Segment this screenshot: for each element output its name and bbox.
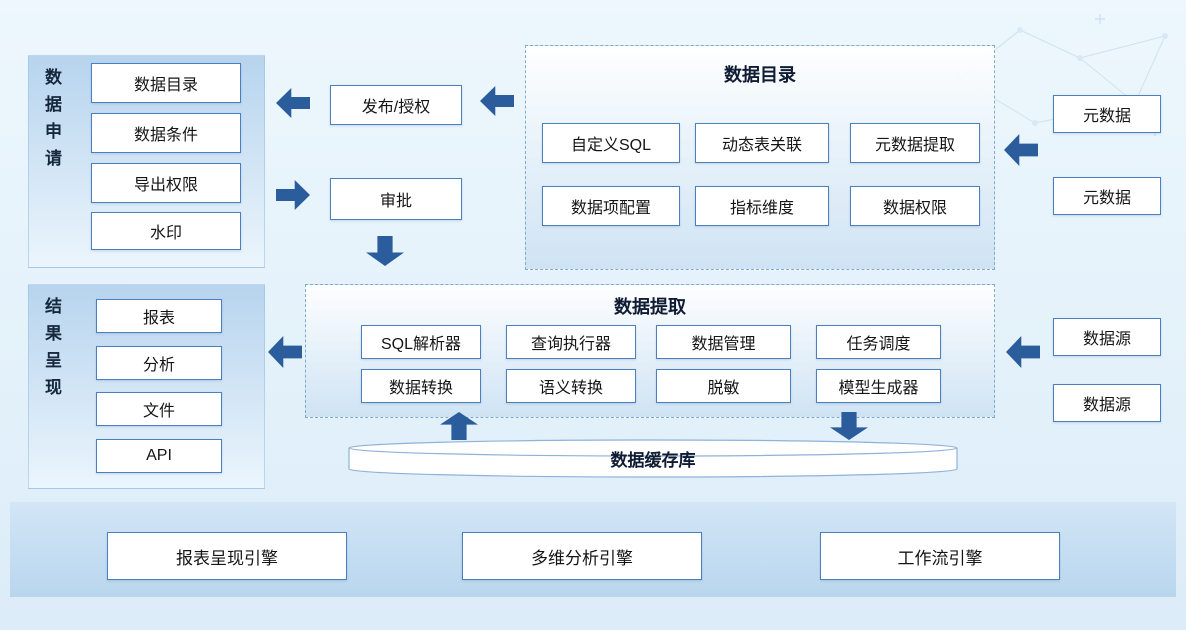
node-report-engine: 报表呈现引擎 — [107, 532, 347, 580]
node-api: API — [96, 439, 222, 473]
panel-data-catalog: 数据目录 自定义SQL 动态表关联 元数据提取 数据项配置 指标维度 数据权限 — [525, 45, 995, 270]
node-task-scheduler: 任务调度 — [816, 325, 941, 359]
node-metadata-1: 元数据 — [1053, 95, 1161, 133]
panel-result-presentation-title: 结果呈现 — [42, 297, 61, 405]
cylinder-data-cache-label: 数据缓存库 — [610, 451, 696, 470]
node-dynamic-table-join: 动态表关联 — [695, 123, 829, 163]
node-analysis: 分析 — [96, 346, 222, 380]
node-data-masking: 脱敏 — [656, 369, 791, 403]
node-model-generator: 模型生成器 — [816, 369, 941, 403]
panel-data-extraction: 数据提取 SQL解析器 查询执行器 数据管理 任务调度 数据转换 语义转换 脱敏… — [305, 284, 995, 418]
cylinder-data-cache: 数据缓存库 — [345, 438, 961, 480]
panel-result-presentation: 结果呈现 报表 分析 文件 API — [28, 284, 265, 489]
node-semantic-transform: 语义转换 — [506, 369, 636, 403]
node-indicator-dimension: 指标维度 — [695, 186, 829, 226]
panel-data-catalog-title: 数据目录 — [724, 65, 796, 85]
node-watermark: 水印 — [91, 212, 241, 250]
arrow-left-icon — [480, 86, 514, 116]
node-report: 报表 — [96, 299, 222, 333]
arrow-left-icon — [1006, 336, 1040, 368]
arrow-right-icon — [276, 180, 310, 210]
node-data-catalog-item: 数据目录 — [91, 63, 241, 103]
node-workflow-engine: 工作流引擎 — [820, 532, 1060, 580]
node-metadata-extract: 元数据提取 — [850, 123, 980, 163]
panel-data-application-title: 数据申请 — [42, 68, 61, 176]
node-approval: 审批 — [330, 178, 462, 220]
node-data-permission: 数据权限 — [850, 186, 980, 226]
node-data-condition: 数据条件 — [91, 113, 241, 153]
node-metadata-2: 元数据 — [1053, 177, 1161, 215]
node-datasource-2: 数据源 — [1053, 384, 1161, 422]
node-data-management: 数据管理 — [656, 325, 791, 359]
node-olap-engine: 多维分析引擎 — [462, 532, 702, 580]
node-sql-parser: SQL解析器 — [361, 325, 481, 359]
node-query-executor: 查询执行器 — [506, 325, 636, 359]
node-custom-sql: 自定义SQL — [542, 123, 680, 163]
node-data-item-config: 数据项配置 — [542, 186, 680, 226]
node-publish-authorize: 发布/授权 — [330, 85, 462, 125]
node-data-transform: 数据转换 — [361, 369, 481, 403]
arrow-left-icon — [276, 88, 310, 118]
panel-data-extraction-title: 数据提取 — [614, 297, 686, 317]
arrow-left-icon — [268, 336, 302, 368]
cylinder-shape-icon — [348, 439, 958, 478]
node-export-permission: 导出权限 — [91, 163, 241, 203]
node-file: 文件 — [96, 392, 222, 426]
node-datasource-1: 数据源 — [1053, 318, 1161, 356]
panel-data-application: 数据申请 数据目录 数据条件 导出权限 水印 — [28, 55, 265, 268]
arrow-down-icon — [366, 236, 404, 266]
